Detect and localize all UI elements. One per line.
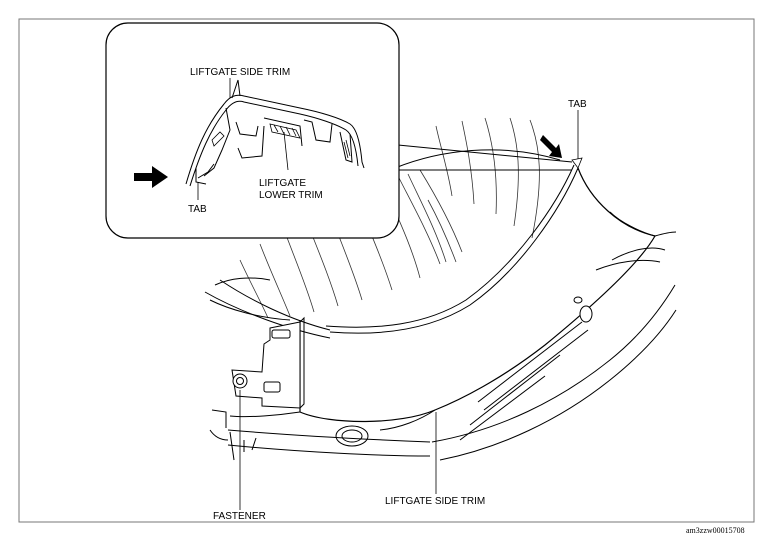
liftgate-seal-outer — [329, 167, 579, 334]
inset-connector-upper — [397, 144, 573, 163]
fastener-label: FASTENER — [213, 511, 266, 522]
inset-trim-section — [185, 79, 365, 187]
fastener-icon — [232, 373, 248, 389]
support-strut — [477, 321, 583, 403]
fastener-bracket — [231, 316, 305, 409]
inset-lower-trim-leader — [283, 131, 289, 171]
figure-id: am3zzw00015708 — [686, 526, 745, 535]
rear-glass-edge — [394, 149, 561, 169]
main-tab-label: TAB — [568, 99, 587, 110]
trim-round-hole — [335, 425, 369, 447]
main-tab-arrow-icon — [540, 135, 562, 158]
main-side-trim-label: LIFTGATE SIDE TRIM — [385, 496, 485, 507]
inset-lower-trim-label-line1: LIFTGATE — [259, 178, 306, 189]
detail-inset: LIFTGATE SIDE TRIM LIFTGATE LOWER TRIM T… — [105, 22, 400, 239]
inset-tab-label: TAB — [188, 204, 207, 215]
inset-arrow-icon — [134, 166, 168, 188]
inset-side-trim-label: LIFTGATE SIDE TRIM — [190, 67, 290, 78]
liftgate-seal-inner — [325, 164, 575, 328]
inset-lower-trim-label-line2: LOWER TRIM — [259, 190, 323, 201]
inset-lower-trim-hatch — [211, 123, 351, 159]
